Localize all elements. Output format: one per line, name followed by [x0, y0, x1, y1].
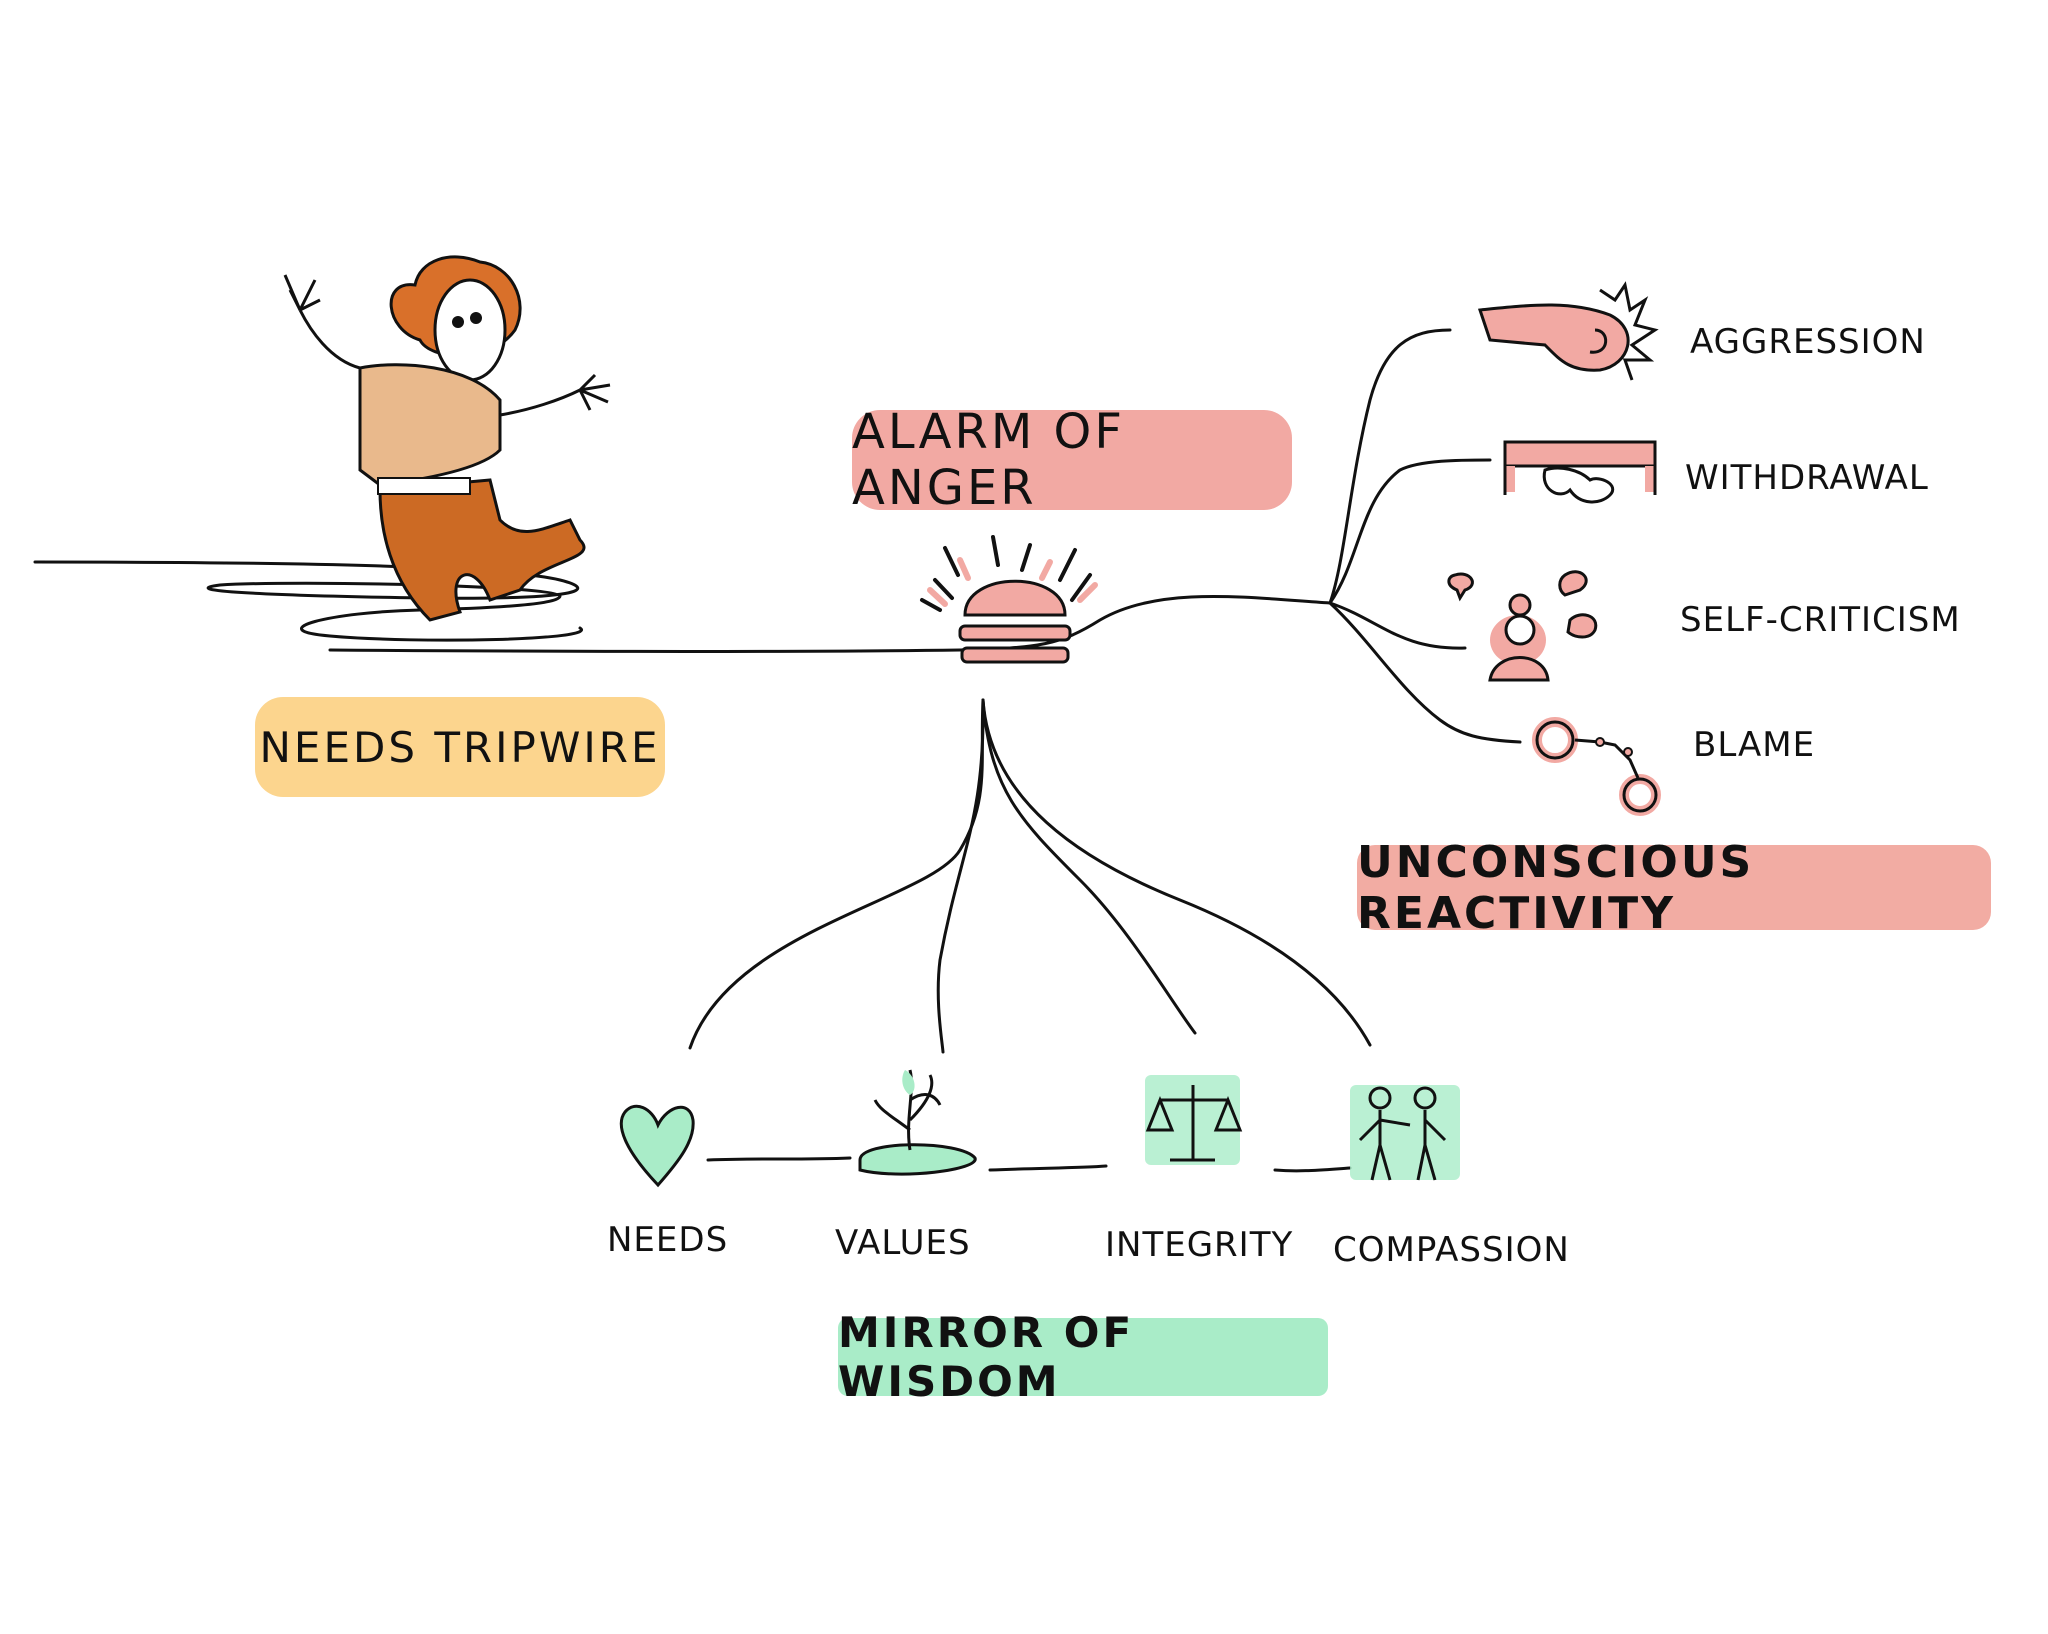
main-line [328, 595, 1332, 653]
branch-self-criticism [1328, 601, 1467, 650]
heart-icon [619, 1104, 695, 1188]
mirror-of-wisdom-label: MIRROR OF WISDOM [838, 1308, 1328, 1406]
wisdom-item-needs: NEEDS [607, 1220, 729, 1260]
pointing-fist-icon [1477, 281, 1659, 381]
branch-withdrawal [1328, 458, 1492, 605]
reactivity-item-withdrawal: WITHDRAWAL [1685, 458, 1929, 498]
needs-tripwire-label: NEEDS TRIPWIRE [255, 697, 665, 797]
wisdom-item-values: VALUES [835, 1223, 971, 1263]
handcuffs-icon [1532, 717, 1661, 816]
branch-blame [1328, 601, 1522, 744]
connector-integrity-compassion [1273, 1166, 1352, 1173]
reactivity-item-blame: BLAME [1693, 725, 1816, 765]
wisdom-item-compassion: COMPASSION [1333, 1230, 1570, 1270]
branch-integrity [981, 698, 1197, 1035]
branch-values [936, 698, 985, 1054]
wisdom-item-integrity: INTEGRITY [1105, 1225, 1294, 1265]
two-people-icon [1350, 1085, 1460, 1181]
connector-values-integrity [988, 1164, 1108, 1172]
branch-aggression [1328, 328, 1452, 605]
unconscious-reactivity-label: UNCONSCIOUS REACTIVITY [1357, 837, 1991, 939]
self-talk-person-icon [1447, 570, 1598, 682]
sprout-icon [858, 1069, 977, 1176]
alarm-light-icon [920, 535, 1098, 664]
reactivity-item-aggression: AGGRESSION [1690, 322, 1926, 362]
connector-needs-values [706, 1156, 852, 1162]
tripwire-line [33, 560, 584, 642]
scales-icon [1145, 1075, 1243, 1165]
alarm-of-anger-label: ALARM OF ANGER [852, 404, 1292, 516]
jumping-figure-icon [283, 255, 611, 622]
reactivity-item-self-criticism: SELF-CRITICISM [1680, 600, 1961, 640]
hiding-under-table-icon [1503, 440, 1657, 504]
branch-compassion [981, 698, 1372, 1047]
